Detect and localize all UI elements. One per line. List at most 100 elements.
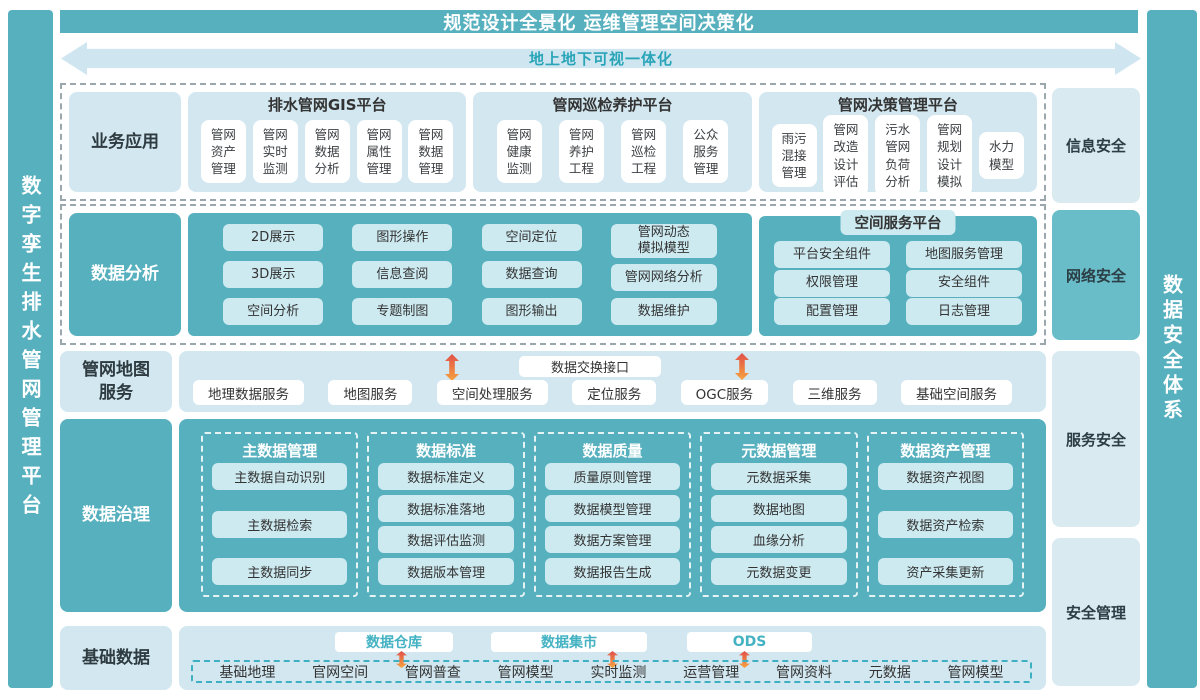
base-data-source-item: 基础地理 xyxy=(219,664,276,681)
business-card: 管网 属性 管理 xyxy=(356,119,402,184)
ods-box: ODS xyxy=(687,632,812,652)
business-group-inspection-platform: 管网巡检养护平台 管网 健康 监测管网 养护 工程管网 巡检 工程公众 服务 管… xyxy=(473,92,752,192)
spatial-platform-card: 权限管理 xyxy=(774,269,890,297)
base-data-source-item: 管网普查 xyxy=(404,664,461,681)
governance-group-title: 元数据管理 xyxy=(741,442,817,460)
up-down-arrow-icon xyxy=(396,651,407,668)
governance-group-items: 主数据自动识别主数据检索主数据同步 xyxy=(212,463,348,585)
governance-card: 数据地图 xyxy=(711,494,847,522)
governance-card: 主数据自动识别 xyxy=(212,463,348,490)
analysis-column-3: 空间定位数据查询图形输出 xyxy=(481,224,582,325)
double-arrow-banner: 地上地下可视一体化 xyxy=(61,42,1141,75)
map-service-item: 地理数据服务 xyxy=(193,380,304,405)
base-data-source-item: 元数据 xyxy=(868,664,911,681)
row-business-applications: 业务应用 排水管网GIS平台 管网 资产 管理管网 实时 监测管网 数据 分析管… xyxy=(60,83,1046,201)
governance-card: 血缘分析 xyxy=(711,526,847,554)
security-box-service: 服务安全 xyxy=(1052,351,1140,527)
base-data-source-item: 管网模型 xyxy=(497,664,554,681)
business-group-cards: 管网 健康 监测管网 养护 工程管网 巡检 工程公众 服务 管理 xyxy=(479,115,745,188)
governance-card: 数据报告生成 xyxy=(544,557,681,585)
row-label-base-data: 基础数据 xyxy=(60,626,172,690)
map-service-item: 定位服务 xyxy=(572,380,657,405)
governance-card: 数据标准落地 xyxy=(378,494,514,522)
spatial-service-platform-title: 空间服务平台 xyxy=(840,210,956,235)
map-service-item: 基础空间服务 xyxy=(900,380,1012,405)
analysis-card: 图形输出 xyxy=(481,298,582,325)
governance-panel: 主数据管理 主数据自动识别主数据检索主数据同步 数据标准 数据标准定义数据标准落… xyxy=(179,419,1046,612)
governance-group-data-standard: 数据标准 数据标准定义数据标准落地数据评估监测数据版本管理 xyxy=(367,432,525,597)
business-card: 雨污 混接 管理 xyxy=(771,123,817,188)
governance-card: 元数据采集 xyxy=(711,463,847,490)
spatial-platform-card: 日志管理 xyxy=(906,298,1022,325)
governance-card: 质量原则管理 xyxy=(544,463,681,490)
governance-card: 主数据同步 xyxy=(212,558,348,585)
spatial-platform-card: 安全组件 xyxy=(906,269,1022,297)
business-card: 污水 管网 负荷 分析 xyxy=(875,115,921,196)
analysis-column-1: 2D展示 3D展示空间分析 xyxy=(223,224,324,325)
business-card: 水力 模型 xyxy=(979,132,1025,179)
data-mart-box: 数据集市 xyxy=(491,632,647,652)
base-data-source-item: 运营管理 xyxy=(683,664,740,681)
business-card: 管网 健康 监测 xyxy=(496,119,542,184)
base-data-source-item: 官网空间 xyxy=(312,664,369,681)
governance-group-data-quality: 数据质量 质量原则管理数据模型管理数据方案管理数据报告生成 xyxy=(533,432,692,597)
analysis-card: 数据查询 xyxy=(481,261,582,288)
governance-group-master-data: 主数据管理 主数据自动识别主数据检索主数据同步 xyxy=(201,432,359,597)
platform-title-vertical-bar: 数字孪生排水管网管理平台 xyxy=(8,10,53,688)
governance-card: 数据标准定义 xyxy=(378,463,514,490)
spatial-platform-column-2: 地图服务管理安全组件日志管理 xyxy=(906,241,1022,325)
governance-group-data-assets: 数据资产管理 数据资产视图数据资产检索资产采集更新 xyxy=(866,432,1025,597)
business-group-cards: 管网 资产 管理管网 实时 监测管网 数据 分析管网 属性 管理管网 数据 管理 xyxy=(194,115,460,188)
business-card: 管网 养护 工程 xyxy=(558,119,604,184)
business-card: 管网 实时 监测 xyxy=(252,119,298,184)
security-box-information: 信息安全 xyxy=(1052,88,1140,203)
governance-card: 数据方案管理 xyxy=(544,526,681,554)
spatial-platform-column-1: 平台安全组件权限管理配置管理 xyxy=(774,241,890,325)
analysis-card: 3D展示 xyxy=(223,261,324,288)
governance-card: 主数据检索 xyxy=(212,510,348,538)
analysis-card: 专题制图 xyxy=(352,298,453,325)
governance-group-metadata: 元数据管理 元数据采集数据地图血缘分析元数据变更 xyxy=(700,432,858,597)
governance-group-items: 质量原则管理数据模型管理数据方案管理数据报告生成 xyxy=(544,463,681,585)
business-group-gis-platform: 排水管网GIS平台 管网 资产 管理管网 实时 监测管网 数据 分析管网 属性 … xyxy=(188,92,467,192)
analysis-card: 2D展示 xyxy=(223,224,324,251)
analysis-column-2: 图形操作信息查阅专题制图 xyxy=(352,224,453,325)
row-data-governance: 数据治理 主数据管理 主数据自动识别主数据检索主数据同步 数据标准 数据标准定义… xyxy=(60,419,1046,612)
base-data-panel: 数据仓库 数据集市 ODS 基础地理官网空间管网普查管网模型实时监测运营管理管网… xyxy=(179,626,1046,690)
analysis-card: 管网网络分析 xyxy=(610,264,717,292)
up-down-arrow-icon xyxy=(739,651,750,668)
map-service-item: 空间处理服务 xyxy=(436,380,548,405)
business-card: 管网 资产 管理 xyxy=(200,119,246,184)
governance-card: 数据模型管理 xyxy=(544,494,681,522)
analysis-card: 图形操作 xyxy=(352,224,453,251)
analysis-card: 信息查阅 xyxy=(352,261,453,288)
security-box-network: 网络安全 xyxy=(1052,210,1140,340)
spatial-service-platform-panel: 空间服务平台 平台安全组件权限管理配置管理 地图服务管理安全组件日志管理 xyxy=(759,210,1037,336)
business-group-title: 排水管网GIS平台 xyxy=(267,96,387,114)
row-label-governance: 数据治理 xyxy=(60,419,172,612)
business-group-cards: 雨污 混接 管理管网 改造 设计 评估污水 管网 负荷 分析管网 规划 设计 模… xyxy=(765,115,1031,196)
base-data-source-item: 实时监测 xyxy=(590,664,647,681)
analysis-column-4: 管网动态 模拟模型管网网络分析数据维护 xyxy=(610,224,717,325)
business-card: 管网 改造 设计 评估 xyxy=(823,115,869,196)
governance-card: 数据版本管理 xyxy=(378,557,514,585)
business-card: 管网 数据 管理 xyxy=(408,119,454,184)
map-service-item: 地图服务 xyxy=(328,380,413,405)
analysis-card: 空间分析 xyxy=(223,298,324,325)
governance-group-items: 元数据采集数据地图血缘分析元数据变更 xyxy=(711,463,847,585)
governance-card: 数据资产检索 xyxy=(877,510,1014,538)
governance-group-items: 数据资产视图数据资产检索资产采集更新 xyxy=(877,463,1014,585)
base-data-source-strip: 基础地理官网空间管网普查管网模型实时监测运营管理管网资料元数据管网模型 xyxy=(191,660,1032,683)
governance-card: 数据评估监测 xyxy=(378,526,514,554)
governance-card: 元数据变更 xyxy=(711,557,847,585)
business-card: 管网 巡检 工程 xyxy=(621,119,667,184)
business-card: 公众 服务 管理 xyxy=(683,119,729,184)
governance-group-title: 数据质量 xyxy=(582,442,643,460)
analysis-card: 管网动态 模拟模型 xyxy=(610,224,717,258)
up-down-arrow-icon xyxy=(735,353,749,380)
spatial-platform-card: 平台安全组件 xyxy=(774,241,890,268)
